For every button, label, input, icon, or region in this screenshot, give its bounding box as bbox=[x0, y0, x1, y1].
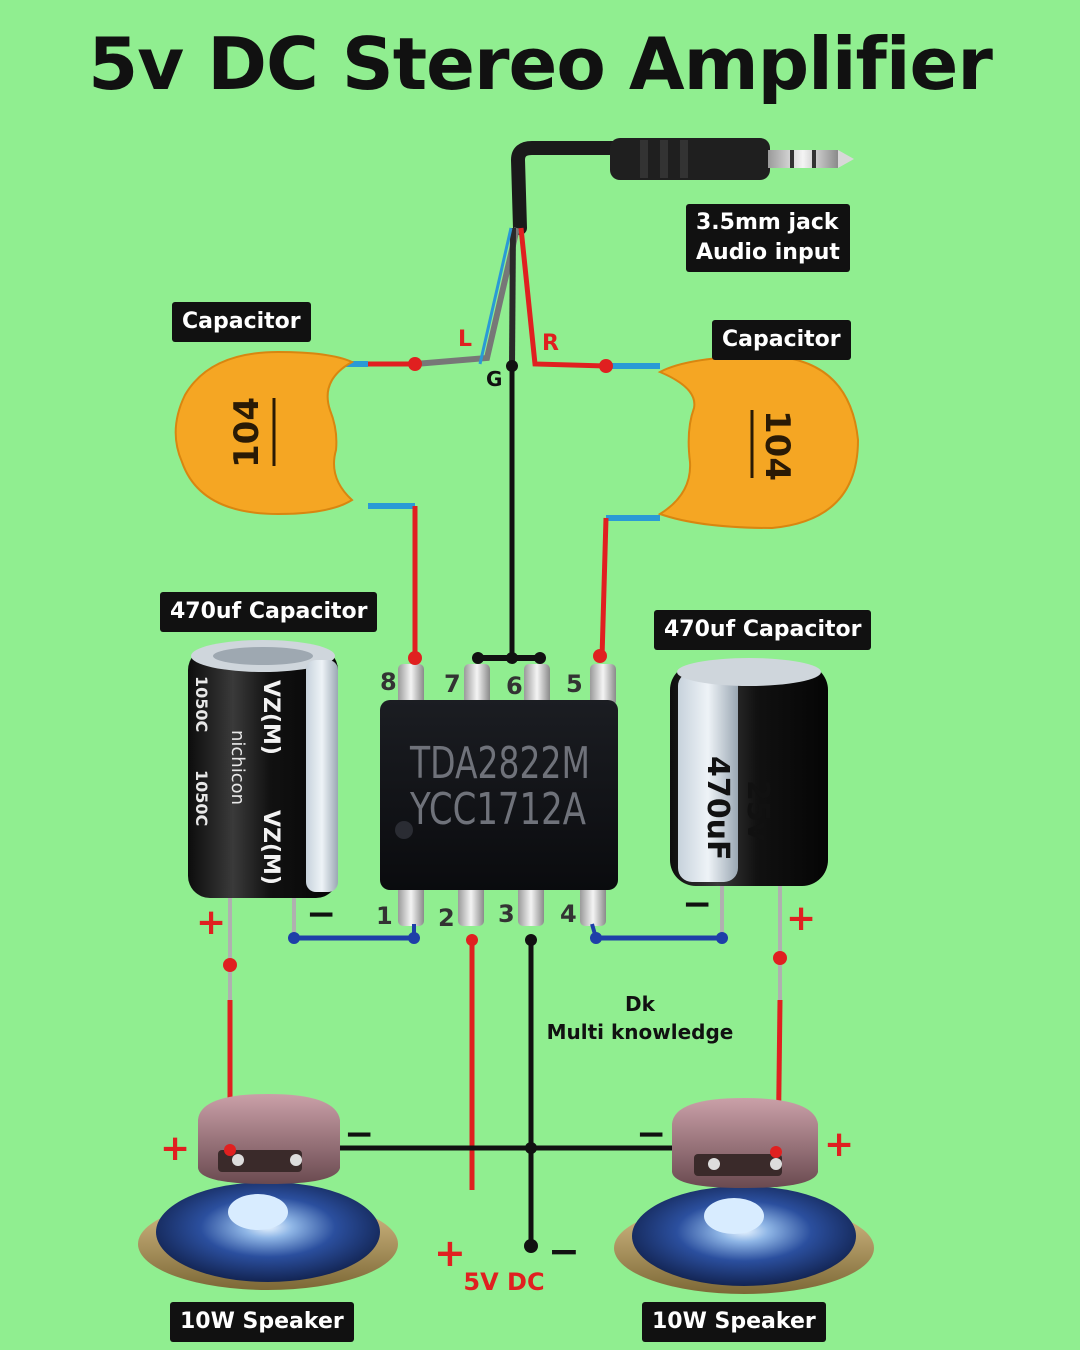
elec-left-print-a: VZ(M) bbox=[258, 680, 283, 755]
polarity-minus-elec-right: − bbox=[682, 884, 712, 925]
ceramic-capacitor-right bbox=[606, 354, 860, 530]
wire-label-ground: G bbox=[486, 367, 502, 391]
diagram-text: L R G 104 104 VZ(M) VZ(M) nichicon 1050C… bbox=[160, 327, 854, 1296]
ic-marking-line1: TDA2822M bbox=[409, 738, 590, 789]
speaker-right bbox=[614, 1098, 874, 1294]
watermark-line1: Dk bbox=[625, 992, 655, 1016]
junction-dots bbox=[223, 357, 787, 1253]
ic-pin-5: 5 bbox=[566, 670, 583, 698]
speaker-left bbox=[138, 1094, 398, 1290]
audio-jack bbox=[510, 138, 854, 235]
electrolytic-right-label: 470uf Capacitor bbox=[654, 610, 872, 650]
polarity-minus-speaker-right: − bbox=[636, 1114, 666, 1155]
polarity-plus-elec-left: + bbox=[196, 902, 226, 943]
page-title: 5v DC Stereo Amplifier bbox=[88, 22, 993, 106]
ic-marking-line2: YCC1712A bbox=[409, 784, 586, 835]
jack-label-line2: Audio input bbox=[696, 240, 840, 265]
elec-left-print-c: nichicon bbox=[227, 730, 248, 805]
polarity-minus-speaker-left: − bbox=[344, 1114, 374, 1155]
capacitor-right-label: Capacitor bbox=[712, 320, 851, 360]
polarity-minus-elec-left: − bbox=[306, 894, 336, 935]
watermark-line2: Multi knowledge bbox=[546, 1020, 734, 1044]
cap-code-right: 104 bbox=[757, 410, 797, 481]
polarity-minus-power: − bbox=[548, 1229, 580, 1273]
electrolytic-capacitor-right bbox=[670, 658, 828, 1000]
ic-pin-4: 4 bbox=[560, 900, 577, 928]
cap-code-left: 104 bbox=[227, 397, 267, 468]
input-wires bbox=[414, 227, 607, 369]
electrolytic-capacitor-left bbox=[188, 640, 338, 1000]
polarity-plus-speaker-left: + bbox=[160, 1128, 190, 1169]
ic-pin-1: 1 bbox=[376, 902, 393, 930]
wire-label-right: R bbox=[542, 331, 559, 356]
ic-pin-8: 8 bbox=[380, 668, 397, 696]
polarity-plus-speaker-right: + bbox=[824, 1124, 854, 1165]
ic-pin-2: 2 bbox=[438, 904, 455, 932]
speaker-right-label: 10W Speaker bbox=[642, 1302, 826, 1342]
ic-pin-7: 7 bbox=[444, 670, 461, 698]
polarity-plus-elec-right: + bbox=[786, 898, 816, 939]
ic-chip bbox=[380, 664, 618, 926]
jack-label: 3.5mm jack Audio input bbox=[686, 204, 850, 272]
polarity-plus-power: + bbox=[434, 1231, 466, 1275]
capacitor-left-label: Capacitor bbox=[172, 302, 311, 342]
ic-pin-6: 6 bbox=[506, 672, 523, 700]
elec-left-print-b2: 1050C bbox=[192, 770, 211, 826]
ceramic-capacitor-left bbox=[174, 350, 415, 516]
electrolytic-left-label: 470uf Capacitor bbox=[160, 592, 378, 632]
jack-label-line1: 3.5mm jack bbox=[696, 210, 839, 235]
wire-label-left: L bbox=[458, 327, 472, 352]
elec-right-print-b: 470uF bbox=[700, 756, 735, 860]
ic-input-wires bbox=[412, 366, 609, 662]
watermark: Dk Multi knowledge bbox=[540, 990, 740, 1046]
elec-left-print-a2: VZ(M) bbox=[258, 810, 283, 885]
ic-pin-3: 3 bbox=[498, 900, 515, 928]
elec-right-print-a: 25v bbox=[740, 780, 775, 842]
elec-left-print-b: 1050C bbox=[192, 676, 211, 732]
speaker-left-label: 10W Speaker bbox=[170, 1302, 354, 1342]
power-label: 5V DC bbox=[463, 1268, 544, 1296]
